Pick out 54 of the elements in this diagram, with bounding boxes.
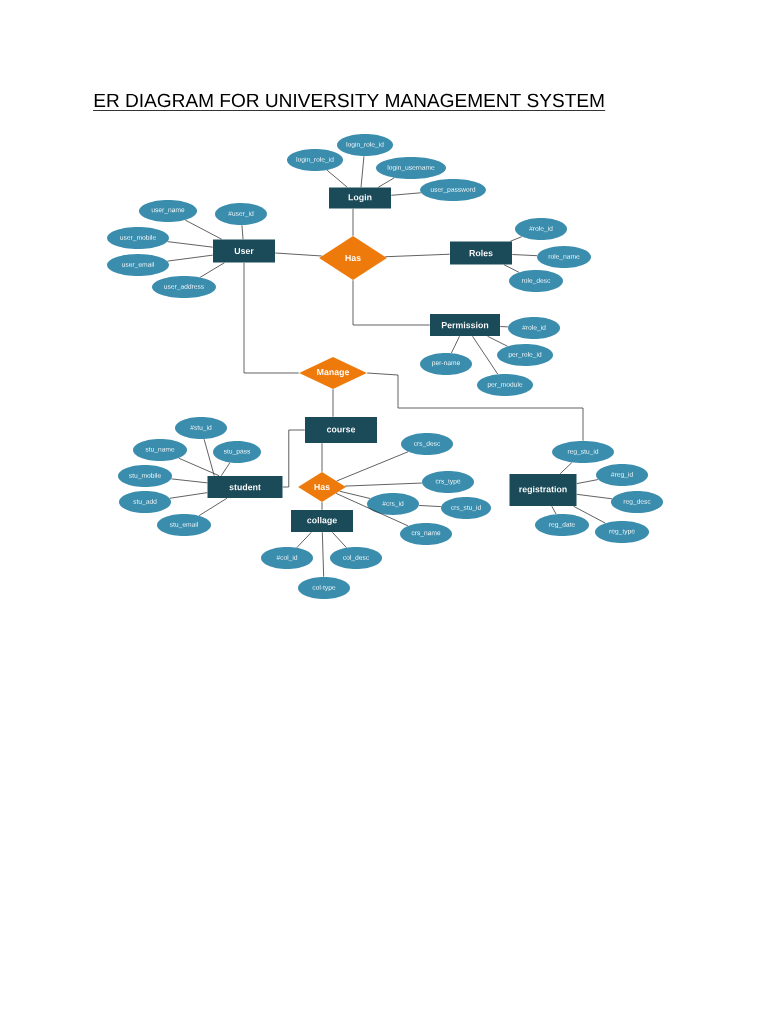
connector-line bbox=[418, 505, 442, 508]
connector-line bbox=[220, 462, 231, 477]
entity-box: registration bbox=[509, 474, 577, 506]
connector-line bbox=[551, 505, 557, 515]
connector-line bbox=[166, 254, 214, 262]
connector-line bbox=[184, 219, 223, 240]
connector-line bbox=[390, 192, 422, 196]
connector-line bbox=[366, 372, 584, 442]
connector-line bbox=[336, 451, 409, 482]
connector-line bbox=[198, 497, 228, 516]
connector-line bbox=[331, 531, 347, 548]
connector-line bbox=[510, 236, 523, 242]
connector-line bbox=[573, 505, 606, 524]
connector-line bbox=[241, 224, 244, 240]
connector-line bbox=[384, 253, 451, 258]
entity-box: User bbox=[213, 239, 275, 263]
connector-line bbox=[344, 482, 423, 487]
entity-box: student bbox=[207, 476, 283, 498]
connector-line bbox=[451, 335, 460, 354]
connector-line bbox=[169, 492, 208, 499]
connector-line bbox=[576, 493, 613, 500]
connector-line bbox=[296, 531, 312, 548]
connector-line bbox=[511, 254, 538, 257]
connector-line bbox=[352, 208, 354, 237]
connector-line bbox=[282, 429, 306, 488]
connector-line bbox=[243, 262, 300, 374]
entity-box: Permission bbox=[430, 314, 500, 336]
connector-line bbox=[487, 335, 508, 347]
connector-line bbox=[335, 493, 409, 527]
connector-line bbox=[178, 457, 220, 477]
connector-line bbox=[274, 252, 323, 257]
entity-box: course bbox=[305, 417, 377, 443]
connector-line bbox=[170, 478, 208, 484]
title: ER DIAGRAM FOR UNIVERSITY MANAGEMENT SYSTEM bbox=[92, 93, 606, 111]
connector-line bbox=[199, 262, 225, 278]
connector-line bbox=[377, 177, 395, 188]
connector-line bbox=[203, 438, 215, 477]
connector-line bbox=[360, 155, 365, 188]
connector-line bbox=[332, 388, 334, 418]
connector-line bbox=[499, 326, 509, 328]
connector-line bbox=[326, 169, 348, 188]
entity-box: collage bbox=[291, 510, 353, 532]
connector-line bbox=[321, 501, 323, 511]
connector-line bbox=[321, 531, 325, 578]
connector-line bbox=[503, 264, 520, 273]
entity-box: Roles bbox=[450, 241, 512, 265]
connector-line bbox=[167, 241, 214, 248]
connector-line bbox=[321, 442, 323, 473]
connector-line bbox=[352, 279, 431, 326]
connector-line bbox=[576, 479, 599, 484]
entity-box: Login bbox=[329, 187, 391, 209]
connector-line bbox=[339, 490, 371, 499]
connector-line bbox=[472, 335, 499, 375]
connector-line bbox=[559, 462, 573, 475]
